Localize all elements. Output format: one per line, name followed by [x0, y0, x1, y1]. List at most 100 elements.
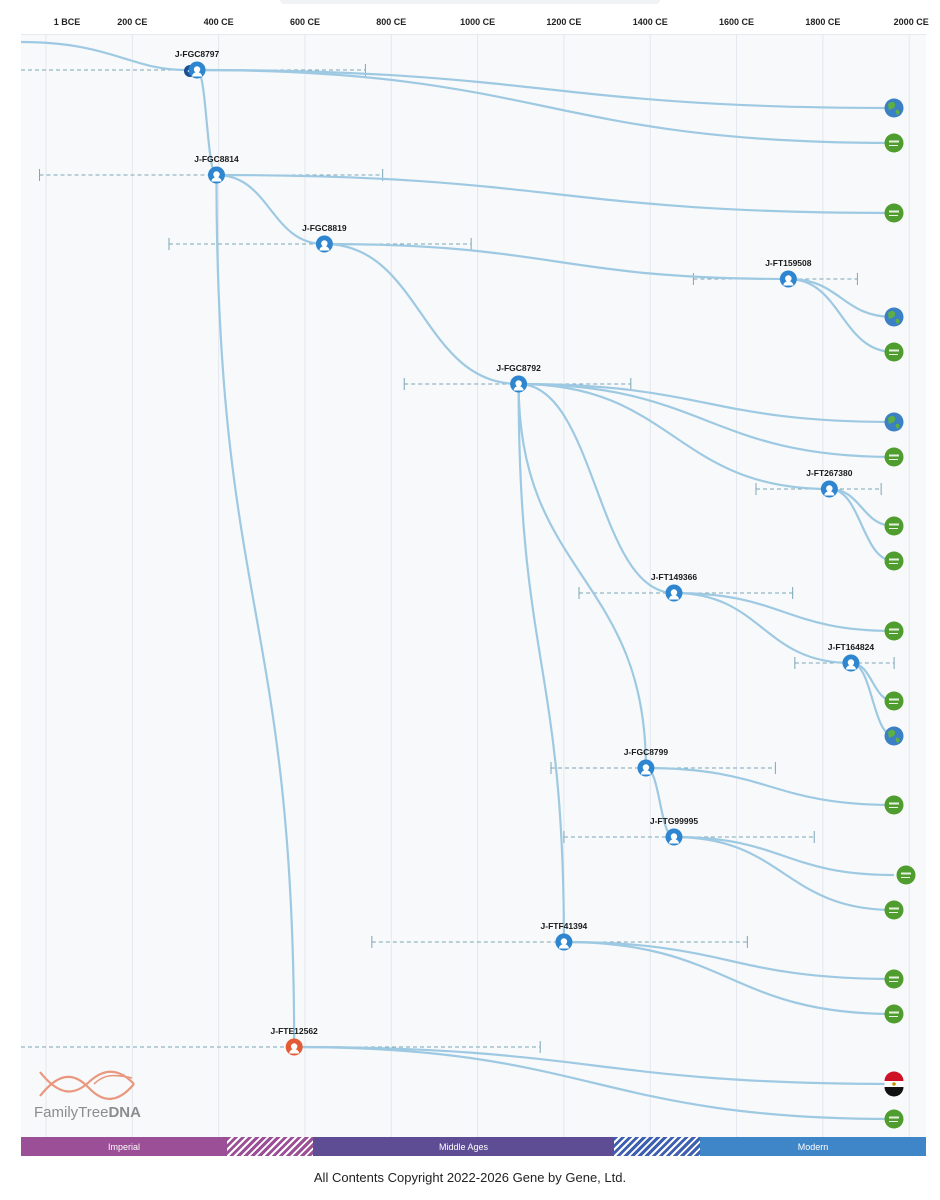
person-icon [193, 66, 201, 73]
leaf-branch [197, 68, 895, 110]
haplogroup-node-j-ft267380[interactable] [820, 480, 838, 498]
leaf-branch [788, 277, 895, 354]
branch-line [215, 174, 296, 1048]
era-bar: Imperial Middle Ages Modern [21, 1137, 926, 1156]
haplogroup-node-j-fgc8797[interactable] [188, 61, 206, 79]
person-icon [642, 764, 650, 771]
grid-lines [45, 35, 910, 1138]
haplogroup-node-j-ftf41394[interactable] [555, 933, 573, 951]
world-flag-icon[interactable] [884, 98, 904, 118]
saudi-arabia-flag-icon[interactable] [884, 203, 904, 223]
haplogroup-node-j-fgc8792[interactable] [510, 375, 528, 393]
node-label[interactable]: J-FGC8819 [302, 223, 347, 233]
leaf-branch [563, 940, 895, 1016]
nodes[interactable] [184, 61, 860, 1056]
person-icon [785, 275, 792, 282]
axis-tick-label: 800 CE [376, 17, 407, 27]
world-flag-icon[interactable] [884, 726, 904, 746]
egypt-flag-icon[interactable] [884, 1071, 904, 1097]
axis-tick-label: 600 CE [289, 17, 320, 27]
haplogroup-node-j-ft159508[interactable] [779, 270, 797, 288]
leaf-branch [197, 68, 895, 145]
saudi-arabia-flag-icon[interactable] [896, 865, 916, 885]
saudi-arabia-flag-icon[interactable] [884, 516, 904, 536]
haplogroup-node-j-fgc8814[interactable] [207, 166, 225, 184]
branch-line [324, 242, 519, 386]
leaf-branch [294, 1045, 895, 1121]
person-icon [515, 380, 522, 387]
era-segment: Modern [700, 1137, 926, 1156]
node-label[interactable]: J-FGC8797 [175, 49, 220, 59]
node-label[interactable]: J-FGC8799 [624, 747, 669, 757]
dna-helix-icon [39, 1070, 135, 1100]
leaf-branch [829, 487, 895, 563]
axis-tick-label: 1600 CE [719, 17, 755, 27]
haplogroup-node-j-fte12562[interactable] [285, 1038, 303, 1056]
axis-tick-label: 1400 CE [632, 17, 668, 27]
leaf-branch [673, 591, 895, 633]
node-label[interactable]: J-FGC8792 [496, 363, 541, 373]
root-branch [21, 40, 186, 72]
axis-tick-label: 200 CE [117, 17, 148, 27]
saudi-arabia-flag-icon[interactable] [884, 795, 904, 815]
saudi-arabia-flag-icon[interactable] [884, 1004, 904, 1024]
leaf-branch [788, 277, 895, 319]
era-label: Modern [797, 1141, 829, 1152]
branches [21, 40, 895, 1121]
haplogroup-tree[interactable]: J-FGC8797J-FGC8814J-FGC8819J-FT159508J-F… [21, 35, 926, 1138]
branch-line [518, 382, 830, 491]
leaf-branch [645, 766, 895, 807]
leaf-branch [563, 940, 895, 981]
haplogroup-node-j-ft164824[interactable] [842, 654, 860, 672]
date-ranges [21, 64, 895, 1053]
axis-tick-label: 2000 CE [893, 17, 929, 27]
leaf-branch [673, 835, 895, 877]
node-label[interactable]: J-FGC8814 [194, 154, 239, 164]
saudi-arabia-flag-icon[interactable] [884, 551, 904, 571]
person-icon [670, 589, 678, 596]
logo-wordmark: FamilyTreeDNA [34, 1104, 141, 1121]
person-icon [560, 938, 568, 945]
saudi-arabia-flag-icon[interactable] [884, 1109, 904, 1129]
axis-tick-label: 1 BCE [53, 17, 81, 27]
node-label[interactable]: J-FTF41394 [541, 921, 588, 931]
node-label[interactable]: J-FT149366 [651, 572, 698, 582]
copyright-footer: All Contents Copyright 2022-2026 Gene by… [313, 1170, 627, 1185]
branch-line [216, 173, 325, 246]
saudi-arabia-flag-icon[interactable] [884, 691, 904, 711]
node-label[interactable]: J-FT267380 [806, 468, 853, 478]
node-label[interactable]: J-FT159508 [765, 258, 812, 268]
branch-line [673, 591, 851, 665]
saudi-arabia-flag-icon[interactable] [884, 447, 904, 467]
era-label: Middle Ages [438, 1141, 489, 1152]
leaf-branch [294, 1045, 895, 1086]
leaf-branch [829, 487, 895, 528]
saudi-arabia-flag-icon[interactable] [884, 969, 904, 989]
node-label[interactable]: J-FTE12562 [271, 1026, 319, 1036]
node-label[interactable]: J-FTG99995 [650, 816, 698, 826]
branch-line [518, 382, 674, 595]
saudi-arabia-flag-icon[interactable] [884, 133, 904, 153]
haplogroup-node-j-ftg99995[interactable] [665, 828, 683, 846]
saudi-arabia-flag-icon[interactable] [884, 342, 904, 362]
leaf-branch [673, 835, 895, 912]
leaves[interactable] [884, 98, 916, 1129]
world-flag-icon[interactable] [884, 412, 904, 432]
era-label: Imperial [107, 1141, 140, 1152]
leaf-branch [216, 173, 895, 215]
node-label[interactable]: J-FT164824 [828, 642, 875, 652]
saudi-arabia-flag-icon[interactable] [884, 621, 904, 641]
leaf-branch [518, 382, 895, 459]
saudi-arabia-flag-icon[interactable] [884, 900, 904, 920]
axis-tick-label: 1200 CE [546, 17, 582, 27]
person-icon [670, 833, 678, 840]
logo-brand-bold: DNA [108, 1104, 141, 1121]
haplogroup-node-j-fgc8799[interactable] [637, 759, 655, 777]
haplogroup-node-j-ft149366[interactable] [665, 584, 683, 602]
era-segment: Middle Ages [313, 1137, 614, 1156]
world-flag-icon[interactable] [884, 307, 904, 327]
axis-tick-label: 1800 CE [805, 17, 841, 27]
haplogroup-node-j-fgc8819[interactable] [315, 235, 333, 253]
